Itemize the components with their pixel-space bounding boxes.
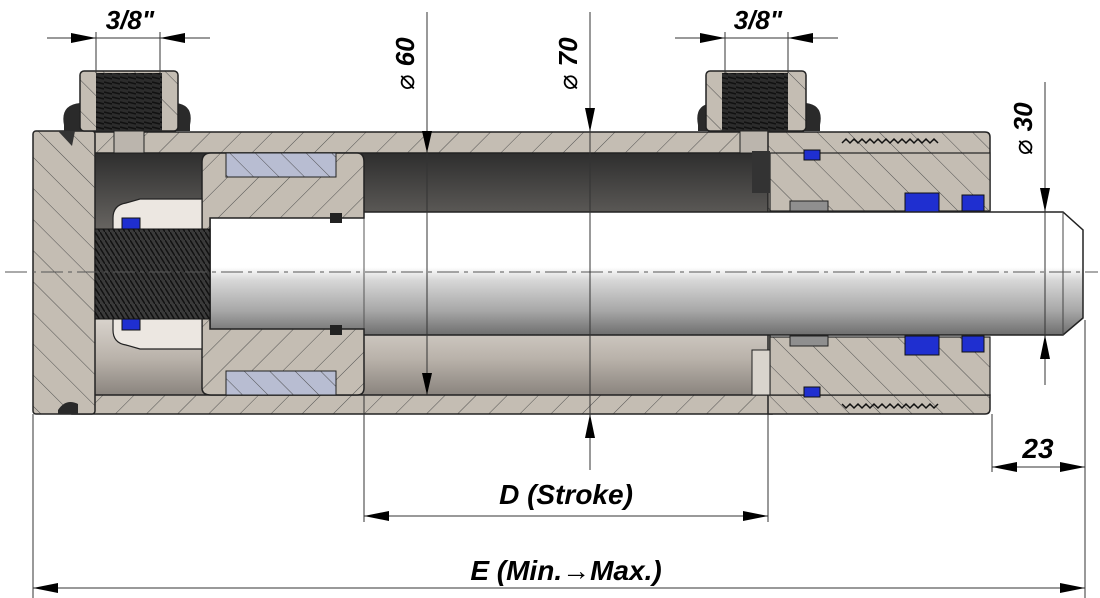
piston-guide-top — [225, 152, 337, 178]
piston-oring-top — [330, 213, 342, 223]
dim-length: E (Min.→Max.) — [32, 414, 1085, 598]
barrel-bottom-wall — [71, 394, 773, 415]
piston-rod — [209, 211, 1084, 336]
left-port-thread — [96, 73, 162, 131]
rod-nut-seal-bottom — [121, 317, 141, 331]
dim-diameter-70: ⌀70 — [553, 12, 595, 470]
gland-thread-top — [841, 137, 939, 145]
weld-bead-top — [58, 131, 75, 146]
rod-thread — [94, 228, 211, 320]
dim-port-right: 3/8" — [675, 5, 838, 73]
dim-diameter-60-label: ⌀60 — [390, 37, 420, 90]
rod-bushing-bottom — [789, 335, 829, 347]
rod-nut-seal-top — [121, 217, 141, 231]
dim-port-left: 3/8" — [47, 5, 210, 73]
rod-seal-bottom — [904, 335, 940, 356]
wiper-top — [961, 194, 985, 212]
dim-port-left-label: 3/8" — [106, 5, 155, 35]
dim-stroke: D (Stroke) — [363, 395, 769, 522]
rod-bushing-top — [789, 200, 829, 212]
dim-stroke-label: D (Stroke) — [499, 479, 633, 510]
piston-guide-bottom — [225, 370, 337, 396]
gland-thread-bottom — [841, 402, 939, 410]
wiper-bottom — [961, 335, 985, 353]
gland-oring-top — [803, 149, 821, 161]
barrel-top-wall — [71, 131, 773, 154]
piston-oring-bottom — [330, 325, 342, 335]
piston — [201, 152, 365, 396]
dim-length-label: E (Min.→Max.) — [470, 555, 661, 586]
dim-rod-extension: 23 — [991, 320, 1086, 598]
dim-port-right-label: 3/8" — [734, 5, 783, 35]
dim-diameter-30: ⌀30 — [1008, 82, 1050, 385]
right-port-thread — [722, 73, 788, 131]
dim-rod-extension-label: 23 — [1021, 433, 1054, 464]
dim-diameter-60: ⌀60 — [390, 12, 432, 395]
gland-oring-bottom — [803, 386, 821, 398]
rod-seal-top — [904, 192, 940, 213]
dim-diameter-30-label: ⌀30 — [1008, 102, 1038, 155]
dim-diameter-70-label: ⌀70 — [553, 37, 583, 90]
